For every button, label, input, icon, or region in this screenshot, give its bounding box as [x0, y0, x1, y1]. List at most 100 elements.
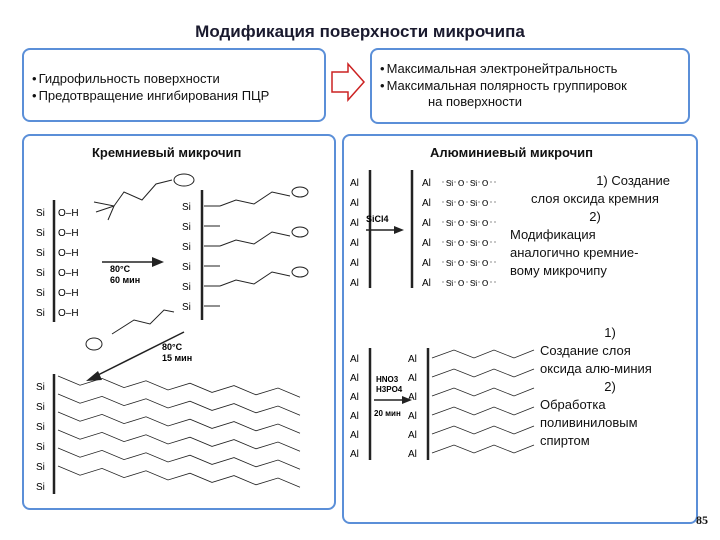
note1-line: вому микрочипу — [510, 263, 607, 278]
al-atom-label: Al — [350, 411, 359, 422]
reaction-arrow-2: 80°C 15 мин — [86, 331, 192, 381]
si-atom-label: Si — [182, 242, 191, 253]
al-atom-label: Al — [350, 354, 359, 365]
silicon-panel — [22, 134, 336, 510]
acid-arrow: HNO3 H3PO4 20 мин — [374, 375, 412, 418]
svg-text:Si: Si — [446, 219, 453, 228]
hydroxyl-label: O–H — [58, 228, 79, 239]
al-atom-label: Al — [408, 411, 417, 422]
si-atom-label: Si — [182, 222, 191, 233]
goals-list: Максимальная электронейтральность Максим… — [380, 60, 627, 94]
sicl4-arrow: SiCl4 — [366, 214, 404, 234]
al-atom-label: Al — [350, 178, 359, 189]
al-atom-label: Al — [350, 449, 359, 460]
step1-temp: 80°C — [110, 264, 131, 274]
si-atom-label: Si — [182, 202, 191, 213]
si-atom-label: Si — [36, 288, 45, 299]
goal-item-continuation: на поверхности — [428, 94, 522, 109]
transition-arrow-icon — [331, 62, 366, 102]
hydroxyl-label: O–H — [58, 288, 79, 299]
si-atom-label: Si — [36, 482, 45, 493]
al-atom-label: Al — [422, 178, 431, 189]
note1-line: 1) Создание — [596, 173, 670, 188]
si-atom-label: Si — [36, 462, 45, 473]
page-title: Модификация поверхности микрочипа — [195, 22, 525, 41]
al-atom-label: Al — [422, 218, 431, 229]
requirements-box: Гидрофильность поверхности Предотвращени… — [22, 48, 326, 122]
svg-text:O: O — [458, 199, 464, 208]
note2-line: оксида алю-миния — [540, 361, 652, 376]
note1-line: слоя оксида кремния — [531, 191, 659, 206]
si-atom-label: Si — [36, 268, 45, 279]
step1-time: 60 мин — [110, 275, 140, 285]
svg-text:Si: Si — [446, 179, 453, 188]
svg-text:O: O — [458, 279, 464, 288]
goals-box: Максимальная электронейтральность Максим… — [370, 48, 690, 124]
al-atom-label: Al — [350, 258, 359, 269]
hydroxyl-label: O–H — [58, 248, 79, 259]
svg-text:O: O — [458, 219, 464, 228]
svg-text:Si: Si — [470, 219, 477, 228]
svg-text:O: O — [482, 199, 488, 208]
note2-line: Создание слоя — [540, 343, 631, 358]
aluminum-note-2: 1) Создание слоя оксида алю-миния 2) Обр… — [540, 324, 680, 450]
si-atom-label: Si — [36, 208, 45, 219]
si-atom-label: Si — [36, 442, 45, 453]
svg-text:O: O — [482, 219, 488, 228]
svg-text:Si: Si — [470, 239, 477, 248]
goal-item: Максимальная электронейтральность — [380, 60, 627, 77]
note2-line: спиртом — [540, 433, 590, 448]
al-atom-label: Al — [422, 278, 431, 289]
svg-text:Si: Si — [470, 279, 477, 288]
acid2-label: H3PO4 — [376, 385, 403, 394]
svg-text:Si: Si — [470, 259, 477, 268]
svg-text:O: O — [482, 259, 488, 268]
note2-line: 1) — [604, 325, 616, 340]
si-atom-label: Si — [36, 228, 45, 239]
hydroxyl-label: O–H — [58, 208, 79, 219]
si-atom-label: Si — [182, 262, 191, 273]
svg-text:O: O — [482, 239, 488, 248]
note2-line: 2) — [604, 379, 616, 394]
note1-line: аналогично кремние- — [510, 245, 639, 260]
si-atom-label: Si — [36, 402, 45, 413]
acid-time: 20 мин — [374, 409, 401, 418]
al-atom-label: Al — [350, 238, 359, 249]
al-atom-label: Al — [408, 430, 417, 441]
requirement-item: Гидрофильность поверхности — [32, 70, 269, 87]
aluminum-title: Алюминиевый микрочип — [430, 145, 594, 160]
step2-temp: 80°C — [162, 342, 183, 352]
svg-text:Si: Si — [446, 239, 453, 248]
note2-line: поливиниловым — [540, 415, 638, 430]
step2-time: 15 мин — [162, 353, 192, 363]
svg-text:Si: Si — [446, 259, 453, 268]
reaction-arrow-1: 80°C 60 мин — [102, 257, 164, 285]
silane-reagent — [93, 173, 195, 221]
note2-line: Обработка — [540, 397, 606, 412]
requirement-item: Предотвращение ингибирования ПЦР — [32, 87, 270, 104]
al-atom-label: Al — [408, 449, 417, 460]
al-atom-label: Al — [350, 430, 359, 441]
acid1-label: HNO3 — [376, 375, 399, 384]
goal-item: Максимальная полярность группировок — [380, 77, 627, 94]
al-atom-label: Al — [422, 258, 431, 269]
al-atom-label: Al — [350, 278, 359, 289]
svg-text:O: O — [458, 179, 464, 188]
si-atom-label: Si — [182, 302, 191, 313]
al-atom-label: Al — [422, 238, 431, 249]
al-atom-label: Al — [422, 198, 431, 209]
hydroxyl-label: O–H — [58, 308, 79, 319]
si-atom-label: Si — [36, 248, 45, 259]
si-atom-label: Si — [36, 422, 45, 433]
svg-text:Si: Si — [446, 279, 453, 288]
sicl4-label: SiCl4 — [366, 214, 389, 224]
al-atom-label: Al — [408, 392, 417, 403]
si-atom-label: Si — [36, 308, 45, 319]
svg-text:O: O — [482, 179, 488, 188]
